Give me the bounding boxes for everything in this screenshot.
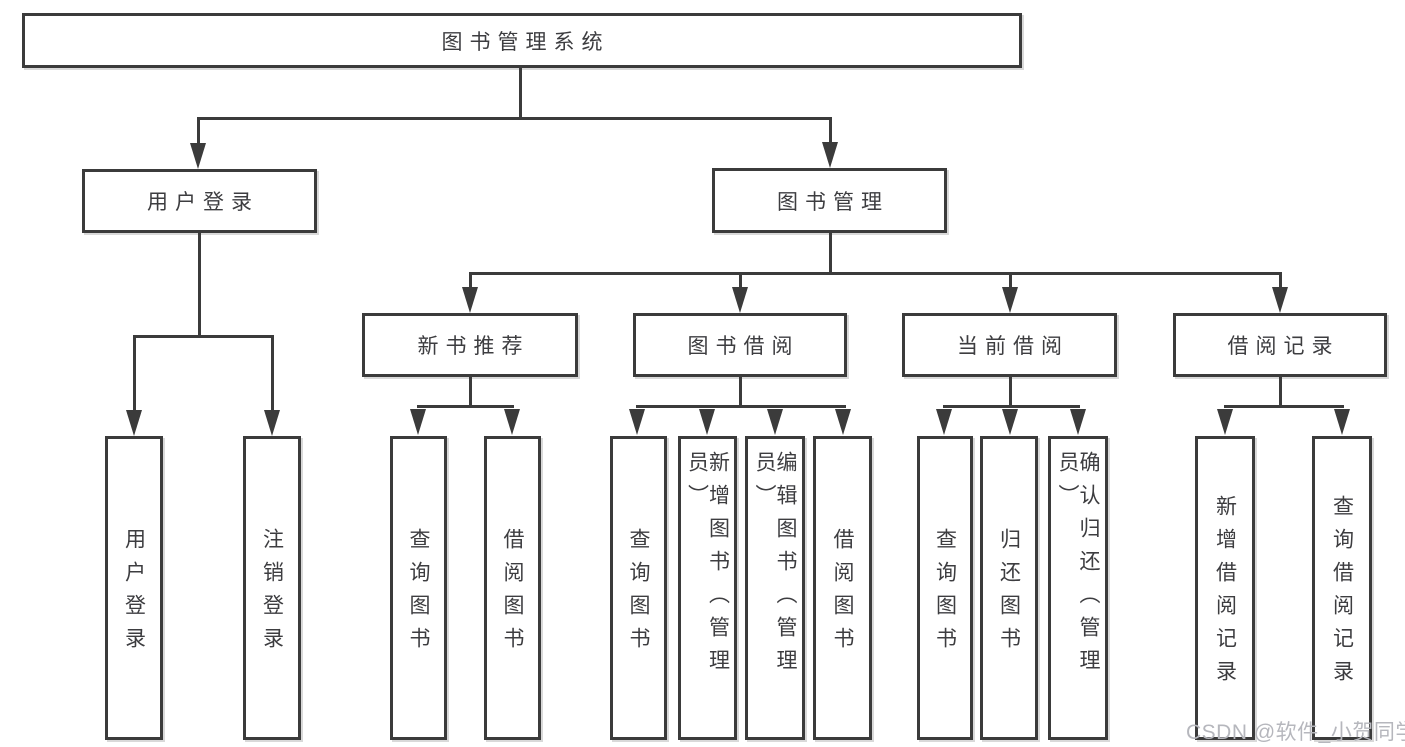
- arrow-down-icon: [1002, 287, 1018, 313]
- node-new-book-recommendation: 新书推荐: [362, 313, 578, 377]
- leaf-logout-login: 注销登录: [243, 436, 301, 740]
- leaf-user-login: 用户登录: [105, 436, 163, 740]
- arrow-down-icon: [410, 409, 426, 435]
- leaf-add-borrow-record: 新增借阅记录: [1195, 436, 1255, 740]
- arrow-down-icon: [732, 287, 748, 313]
- leaf-label: 确认归还（管理员）: [1056, 451, 1100, 682]
- node-label: 图书借阅: [687, 335, 800, 358]
- node-book-management-branch: 图书管理: [712, 168, 947, 233]
- leaf-label: 查询借阅记录: [1330, 495, 1354, 693]
- node-label: 新书推荐: [417, 335, 530, 358]
- arrow-down-icon: [822, 142, 838, 168]
- leaf-label: 查询图书: [407, 528, 430, 660]
- connector-line: [828, 233, 832, 274]
- arrow-down-icon: [1334, 409, 1350, 435]
- arrow-down-icon: [264, 410, 280, 436]
- arrow-down-icon: [462, 287, 478, 313]
- connector-line: [828, 117, 832, 144]
- connector-line: [132, 335, 136, 412]
- connector-line: [468, 272, 472, 291]
- arrow-down-icon: [1217, 409, 1233, 435]
- leaf-label: 借阅图书: [501, 528, 524, 660]
- leaf-label: 查询图书: [933, 528, 957, 660]
- arrow-down-icon: [1272, 287, 1288, 313]
- connector-line: [196, 117, 200, 145]
- leaf-label: 归还图书: [997, 528, 1021, 660]
- leaf-borrow-books-recommend: 借阅图书: [484, 436, 541, 740]
- node-label: 用户登录: [147, 191, 259, 214]
- connector-line: [270, 335, 274, 412]
- arrow-down-icon: [629, 409, 645, 435]
- node-user-login-branch: 用户登录: [82, 169, 317, 233]
- connector-line: [942, 405, 1080, 408]
- leaf-query-borrow-record: 查询借阅记录: [1312, 436, 1372, 740]
- leaf-query-books-borrow: 查询图书: [610, 436, 667, 740]
- connector-line: [1008, 272, 1012, 291]
- leaf-return-books: 归还图书: [980, 436, 1038, 740]
- connector-line: [1008, 377, 1012, 408]
- connector-line: [468, 377, 472, 408]
- node-label: 图书管理系统: [441, 30, 610, 54]
- node-label: 借阅记录: [1227, 335, 1340, 358]
- leaf-query-books-recommend: 查询图书: [390, 436, 447, 740]
- arrow-down-icon: [835, 409, 851, 435]
- connector-line: [1223, 405, 1344, 408]
- connector-line: [738, 272, 742, 291]
- leaf-confirm-return-admin: 确认归还（管理员）: [1048, 436, 1108, 740]
- connector-line: [468, 272, 1282, 275]
- node-book-borrowing: 图书借阅: [633, 313, 847, 377]
- arrow-down-icon: [1002, 409, 1018, 435]
- connector-line: [519, 68, 522, 120]
- connector-line: [1278, 377, 1282, 408]
- leaf-label: 用户登录: [122, 528, 146, 660]
- connector-line: [132, 335, 274, 338]
- leaf-label: 新增图书（管理员）: [685, 451, 730, 682]
- arrow-down-icon: [936, 409, 952, 435]
- connector-line: [197, 233, 201, 337]
- connector-line: [1278, 272, 1282, 291]
- node-label: 图书管理: [777, 190, 889, 214]
- arrow-down-icon: [699, 409, 715, 435]
- leaf-query-books-current: 查询图书: [917, 436, 973, 740]
- csdn-watermark: CSDN @软件_小贺同学: [1186, 721, 1405, 744]
- leaf-label: 查询图书: [627, 528, 650, 660]
- leaf-edit-books-admin: 编辑图书（管理员）: [745, 436, 805, 740]
- arrow-down-icon: [126, 410, 142, 436]
- connector-line: [196, 117, 832, 120]
- arrow-down-icon: [767, 409, 783, 435]
- node-label: 当前借阅: [957, 335, 1069, 358]
- connector-line: [738, 377, 742, 408]
- leaf-label: 注销登录: [260, 528, 284, 660]
- leaf-label: 借阅图书: [831, 528, 854, 660]
- connector-line: [416, 405, 514, 408]
- arrow-down-icon: [190, 143, 206, 169]
- connector-line: [635, 405, 846, 408]
- leaf-label: 新增借阅记录: [1213, 495, 1237, 693]
- leaf-label: 编辑图书（管理员）: [753, 451, 797, 682]
- leaf-add-books-admin: 新增图书（管理员）: [678, 436, 737, 740]
- node-library-management-system: 图书管理系统: [22, 13, 1022, 68]
- arrow-down-icon: [1070, 409, 1086, 435]
- node-borrowing-records: 借阅记录: [1173, 313, 1387, 377]
- leaf-borrow-books: 借阅图书: [813, 436, 872, 740]
- node-current-borrowing: 当前借阅: [902, 313, 1117, 377]
- arrow-down-icon: [504, 409, 520, 435]
